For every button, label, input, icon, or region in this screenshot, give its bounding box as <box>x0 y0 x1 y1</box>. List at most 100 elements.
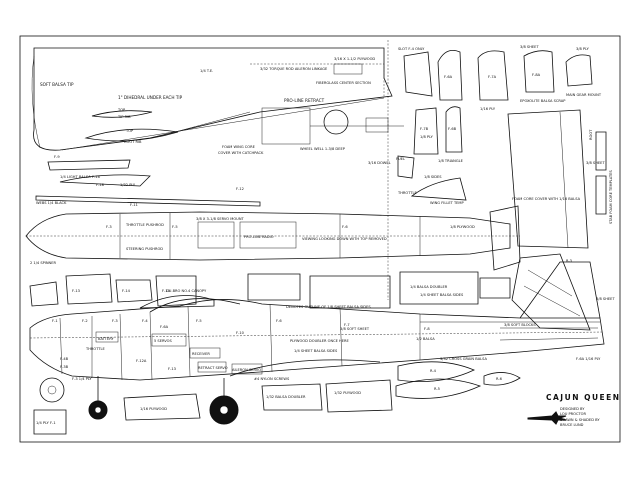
tip-rib <box>91 110 153 118</box>
root-rib <box>84 128 179 142</box>
former-f6 <box>437 49 463 101</box>
label-f1-ply: 1/4 PLY F-1 <box>36 421 56 425</box>
credit-line-1: DESIGNED BY <box>560 407 585 411</box>
canopy-side <box>149 298 241 313</box>
part-f14 <box>115 279 153 303</box>
fuse-side-outline <box>29 299 605 381</box>
label-f6a: F-6A <box>444 75 453 79</box>
label-f5: F-5 <box>196 319 202 323</box>
label-f12a: F-12A <box>136 359 147 363</box>
label-spinner: 2 1/4 SPINNER <box>30 261 57 265</box>
former-f8 <box>523 50 555 93</box>
label-sheet-sides-side: 1/4 SHEET BALSA SIDES <box>294 349 338 353</box>
fuselage-top-view <box>25 159 521 271</box>
part-r5 <box>395 378 482 399</box>
side-former-f7 <box>339 307 343 367</box>
label-balsa-doubler-bottom: 1/32 BALSA DOUBLER <box>266 395 306 399</box>
label-fuel: FUEL <box>396 157 405 161</box>
side-former-f4 <box>149 311 153 381</box>
fin-outline <box>507 109 589 249</box>
label-epoxolite: EPOXOLITE BALSA SCRAP <box>520 99 566 103</box>
wing-soft-tip <box>31 55 41 149</box>
nose-wheel <box>39 377 65 403</box>
stab-outline <box>511 253 591 331</box>
label-dihedral: 1" DIHEDRAL UNDER EACH TIP <box>118 95 183 100</box>
radio-bay <box>239 221 297 249</box>
label-soft-blocks: 3/8 SOFT BLOCKS <box>504 323 536 327</box>
label-f2: F-2 <box>82 319 88 323</box>
label-servo-mount: 3/8 X 3-1/8 SERVO MOUNT <box>196 217 245 221</box>
label-plywood: 1/8 PLYWOOD <box>450 225 475 229</box>
label-f13-part: F-13 <box>72 289 80 293</box>
retract-block <box>261 107 311 145</box>
label-foam-core: FOAM WING CORE <box>222 145 256 149</box>
label-nylon-screws: #4 NYLON SCREWS <box>254 377 290 381</box>
label-tip-rib: TIP RIB <box>117 115 131 119</box>
label-ply-116-block: 1/16 PLYWOOD <box>140 407 167 411</box>
label-f7: F-7 <box>344 323 350 327</box>
label-canopy: DU-BRO NO.4 CANOPY <box>166 289 207 293</box>
former-f3b <box>445 106 463 153</box>
label-f3-ply: F-3 1/4 PLY <box>72 377 92 381</box>
fuse-top-hatch-2 <box>59 174 151 187</box>
label-steering: STEERING PUSHROD <box>126 247 163 251</box>
label-sheet-38-stab: 3/8 SHEET <box>596 297 615 301</box>
label-viewing: VIEWING LOOKING DOWN WITH TOP REMOVED <box>302 237 387 241</box>
label-r4: R-4 <box>430 369 437 373</box>
label-f6b: F-6B <box>448 127 457 131</box>
stab-hatch <box>523 269 581 317</box>
label-f6a-ply: F-6A 1/16 PLY <box>576 357 601 361</box>
fin-root-side <box>519 261 601 319</box>
nose-tire-hub <box>94 406 102 414</box>
side-former-f5 <box>187 305 191 377</box>
foam-core-outline <box>250 63 385 96</box>
label-throttle-pushrod: THROTTLE PUSHROD <box>125 223 164 227</box>
main-wheel-hub <box>219 405 229 415</box>
servo-box <box>151 333 187 347</box>
label-f3-top: F-3 <box>106 225 112 229</box>
label-cross-grain: 3/32 CROSS GRAIN BALSA <box>440 357 488 361</box>
cockpit-section-1 <box>403 51 433 97</box>
wheel-well <box>323 109 349 135</box>
side-thrust-line <box>29 331 605 339</box>
vertical-fin <box>507 109 607 249</box>
fuse-top-longeron <box>35 195 261 207</box>
label-top-root: TOP <box>125 129 134 133</box>
nose-wheel-hub <box>47 385 57 395</box>
fuse-top-hatch-1 <box>47 159 131 171</box>
label-root: ROOT <box>589 129 593 140</box>
label-f12: F-12 <box>236 187 244 191</box>
label-radio: PRO-LINE RADIO <box>244 235 274 239</box>
label-f16: F-16 <box>92 175 101 179</box>
fuselage-side-view <box>29 261 605 402</box>
label-plywood-small: 1/32 PLYWOOD <box>334 391 361 395</box>
side-former-f6 <box>269 303 273 373</box>
label-f1: F-1 <box>52 319 58 323</box>
label-sheet-38b: 3/8 SHEET <box>586 161 605 165</box>
label-aileron-servo: AILERON SERVO <box>232 368 261 372</box>
label-f8: F-8 <box>424 327 430 331</box>
label-f4b: F-4B <box>60 357 69 361</box>
part-doubler-2 <box>309 275 391 309</box>
part-1-16-plywood <box>123 393 201 421</box>
wing-plan <box>31 47 404 151</box>
label-webs: WEBS 1/4 BLACK <box>36 201 67 205</box>
wing-section-side <box>229 359 381 377</box>
former-f3a <box>413 107 439 155</box>
part-balsa-doubler <box>399 271 479 305</box>
tail-block <box>489 205 521 271</box>
label-light-balsa: 1/4 LIGHT BALSA <box>60 175 91 179</box>
label-f6-top: F-6 <box>342 225 348 229</box>
label-soft-sheet: 3/8 SOFT SHEET <box>340 327 370 331</box>
label-f5-top: F-5 <box>172 225 178 229</box>
label-throttle-side: THROTTLE <box>85 347 106 351</box>
label-fiberglass: FIBERGLASS CENTER SECTION <box>316 81 371 85</box>
main-gear-mount <box>565 54 593 87</box>
sheet-border <box>19 35 621 443</box>
part-f1-ply <box>33 409 67 435</box>
label-f8a: F-8A <box>532 73 541 77</box>
label-f18: F-18 <box>96 183 105 187</box>
label-f9: F-9 <box>54 155 60 159</box>
label-wing-fillet: WING FILLET TEMP <box>430 201 465 205</box>
